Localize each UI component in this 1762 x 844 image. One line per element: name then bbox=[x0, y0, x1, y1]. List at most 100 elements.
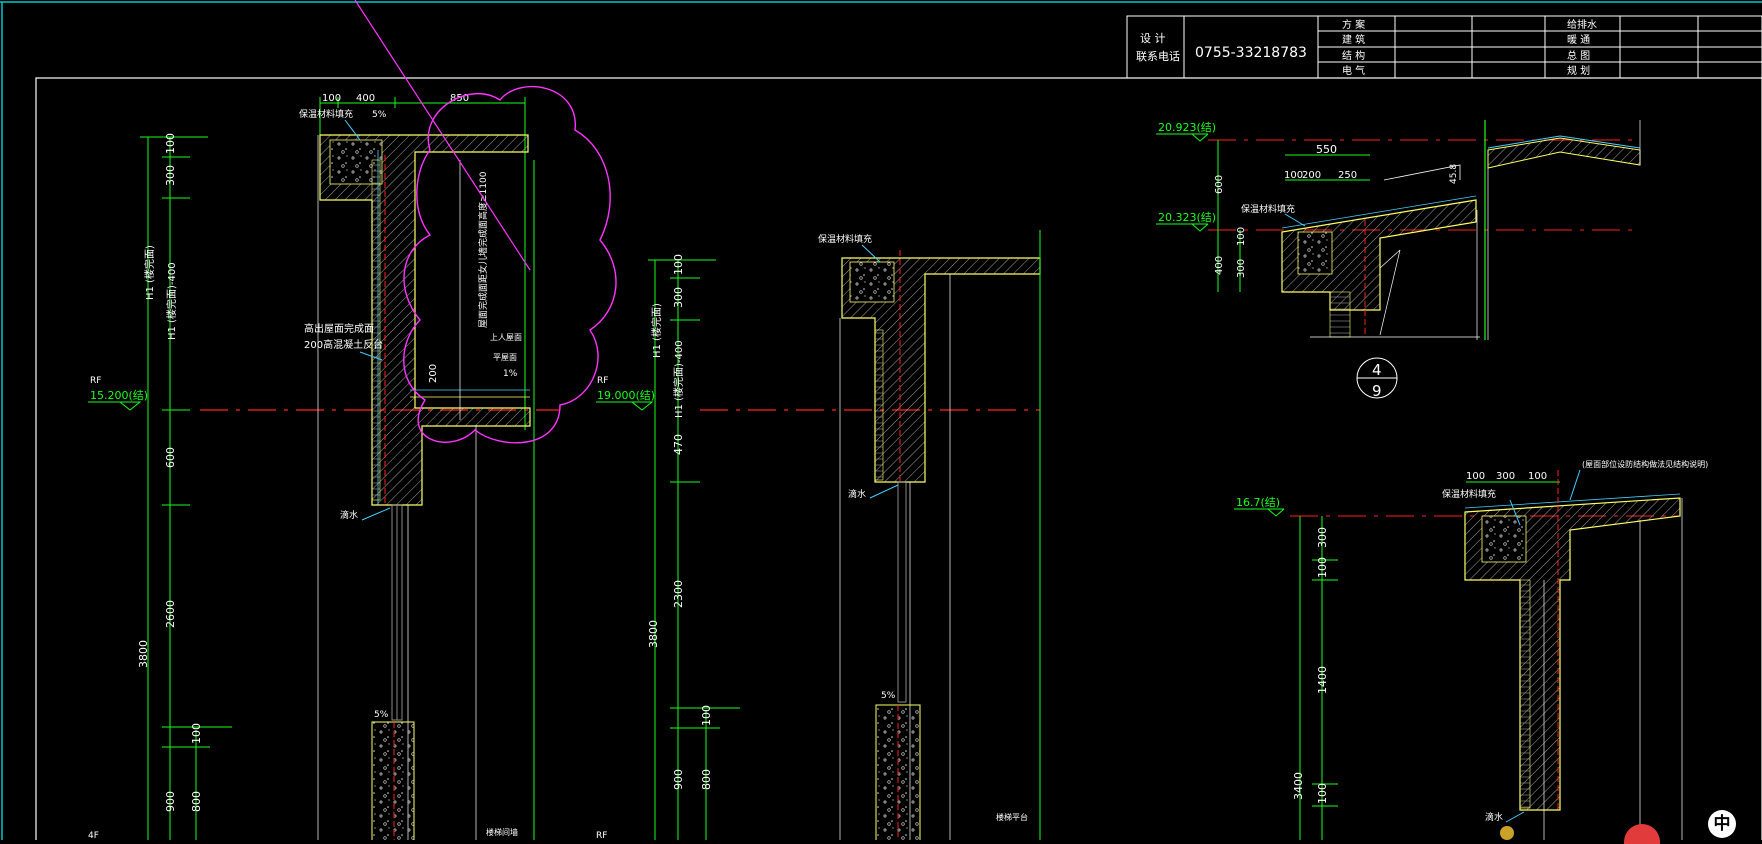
right-dim-3: 100 bbox=[1316, 783, 1329, 804]
left-dim-4: 100 bbox=[190, 723, 203, 744]
detail-bubble-bottom: 9 bbox=[1372, 382, 1382, 400]
right-elev-value: 16.7(结) bbox=[1236, 496, 1280, 509]
detail-vdim-3: 400 bbox=[1214, 256, 1225, 275]
left-dim-6: 800 bbox=[190, 791, 203, 812]
left-note-upper: 上人屋面 bbox=[490, 333, 522, 342]
title-contact-label: 联系电话 bbox=[1136, 50, 1180, 63]
detail-4-9[interactable]: 20.923(结) 20.323(结) 600 100 300 400 550 … bbox=[1156, 120, 1641, 400]
revision-cloud[interactable] bbox=[403, 85, 617, 444]
title-col-a-0: 方 案 bbox=[1342, 18, 1365, 31]
left-top-dim-2: 850 bbox=[450, 93, 469, 104]
left-dim-3: 2600 bbox=[164, 600, 177, 628]
middle-slope: 5% bbox=[881, 691, 896, 701]
title-col-a-1: 建 筑 bbox=[1342, 33, 1365, 46]
left-note-flat: 平屋面 bbox=[493, 353, 517, 362]
middle-drip: 滴水 bbox=[848, 488, 866, 500]
detail-parapet-concrete bbox=[1281, 199, 1477, 311]
right-dim-2: 1400 bbox=[1316, 666, 1329, 694]
middle-axis-label-2: H1 (楼完面)-400 bbox=[672, 340, 685, 418]
title-design-label: 设 计 bbox=[1140, 32, 1166, 45]
detail-dim-mid-2: 250 bbox=[1338, 170, 1357, 181]
right-parapet-section[interactable]: 16.7(结) 3400 300 100 1400 100 100 300 10… bbox=[1234, 459, 1708, 840]
middle-elev-label: RF bbox=[597, 376, 608, 386]
detail-bubble-top: 4 bbox=[1372, 361, 1382, 379]
left-note-detail-2: 200高混凝土反台 bbox=[304, 338, 383, 351]
middle-dim-1: 300 bbox=[672, 287, 685, 308]
detail-vdim-1: 100 bbox=[1236, 227, 1247, 246]
right-note-fill: 保温材料填充 bbox=[1442, 488, 1496, 500]
red-status-marker[interactable] bbox=[1624, 824, 1660, 844]
right-top-dim-0: 100 bbox=[1466, 471, 1485, 482]
right-top-dim-1: 300 bbox=[1496, 471, 1515, 482]
left-top-dim-0: 100 bbox=[322, 93, 341, 104]
title-col-a-2: 结 构 bbox=[1342, 49, 1365, 62]
middle-elev-value: 19.000(结) bbox=[597, 389, 655, 402]
left-note-detail-1: 高出屋面完成面 bbox=[304, 322, 374, 335]
ime-language-button[interactable]: 中 bbox=[1708, 810, 1736, 838]
middle-note-fill: 保温材料填充 bbox=[818, 233, 872, 245]
title-col-b-0: 给排水 bbox=[1567, 18, 1597, 31]
middle-window bbox=[897, 481, 907, 703]
detail-elev-bottom: 20.323(结) bbox=[1158, 211, 1216, 224]
detail-note-fill: 保温材料填充 bbox=[1241, 203, 1295, 215]
detail-dim-mid-0: 100 bbox=[1284, 170, 1303, 181]
detail-vdim-0: 600 bbox=[1214, 175, 1225, 194]
title-block[interactable]: 设 计 联系电话 0755-33218783 方 案 建 筑 结 构 电 气 给… bbox=[1126, 15, 1762, 79]
left-floor-label: 4F bbox=[88, 831, 99, 840]
left-slope-lower: 5% bbox=[374, 710, 389, 720]
left-cloud-note: 屋面完成面距女儿墙完成面高度≥1100 bbox=[477, 171, 489, 328]
left-dim-1: 300 bbox=[164, 165, 177, 186]
title-col-b-2: 总 图 bbox=[1567, 49, 1590, 62]
left-axis-label-1: H1 (楼完面) bbox=[143, 245, 156, 300]
middle-dim-3: 2300 bbox=[672, 580, 685, 608]
right-insulation-block bbox=[1482, 516, 1526, 562]
middle-wall-label: 楼梯平台 bbox=[996, 812, 1028, 822]
right-dim-0: 300 bbox=[1316, 527, 1329, 548]
left-elev-label: RF bbox=[90, 376, 101, 386]
left-drip: 滴水 bbox=[340, 509, 358, 521]
detail-vdim-2: 300 bbox=[1236, 259, 1247, 278]
detail-slope: 45.8 bbox=[1449, 164, 1459, 184]
middle-dim-outer-0: 3800 bbox=[647, 620, 660, 648]
middle-floor-label: RF bbox=[596, 831, 607, 840]
left-top-dim-1: 400 bbox=[356, 93, 375, 104]
cursor-indicator bbox=[1500, 826, 1514, 840]
middle-insulation-block bbox=[850, 262, 894, 302]
left-slope-top: 5% bbox=[372, 110, 387, 120]
left-wall-label: 楼梯间墙 bbox=[486, 827, 518, 837]
right-note-top: (屋面部位设防结构做法见结构说明) bbox=[1582, 459, 1708, 469]
right-dim-outer-0: 3400 bbox=[1292, 772, 1305, 800]
middle-axis-label-1: H1 (楼完面) bbox=[650, 303, 663, 358]
middle-dim-2: 470 bbox=[672, 434, 685, 455]
middle-parapet-section[interactable]: 3800 100 300 470 2300 100 900 800 H1 (楼完… bbox=[596, 230, 1041, 840]
middle-dim-0: 100 bbox=[672, 254, 685, 275]
revision-leader bbox=[354, 0, 531, 271]
left-dim-5: 900 bbox=[164, 791, 177, 812]
left-dim-0: 100 bbox=[164, 133, 177, 154]
left-parapet-concrete bbox=[319, 134, 531, 506]
title-col-b-1: 暖 通 bbox=[1567, 33, 1590, 46]
right-drip: 滴水 bbox=[1485, 811, 1503, 823]
left-lower-wall bbox=[371, 721, 415, 840]
left-slope-roof: 1% bbox=[503, 369, 518, 379]
left-dim-200: 200 bbox=[428, 364, 439, 383]
title-phone: 0755-33218783 bbox=[1195, 45, 1307, 61]
detail-dim-top-0: 550 bbox=[1316, 143, 1337, 156]
middle-dim-5: 900 bbox=[672, 769, 685, 790]
middle-dim-4: 100 bbox=[700, 705, 713, 726]
middle-dim-6: 800 bbox=[700, 769, 713, 790]
right-top-dim-2: 100 bbox=[1528, 471, 1547, 482]
left-parapet-section[interactable]: 3800 100 300 600 2600 100 900 800 H1 (楼完… bbox=[88, 0, 617, 840]
title-col-a-3: 电 气 bbox=[1342, 64, 1365, 77]
left-dim-2: 600 bbox=[164, 447, 177, 468]
title-col-b-3: 规 划 bbox=[1567, 64, 1590, 77]
right-dim-1: 100 bbox=[1316, 557, 1329, 578]
left-axis-label-2: H1 (楼完面)-400 bbox=[165, 262, 178, 340]
right-parapet-concrete bbox=[1464, 497, 1681, 811]
left-elev-value: 15.200(结) bbox=[90, 389, 148, 402]
left-dim-outer-0: 3800 bbox=[137, 640, 150, 668]
detail-roof-slab bbox=[1487, 137, 1641, 169]
detail-dim-mid-1: 200 bbox=[1302, 170, 1321, 181]
